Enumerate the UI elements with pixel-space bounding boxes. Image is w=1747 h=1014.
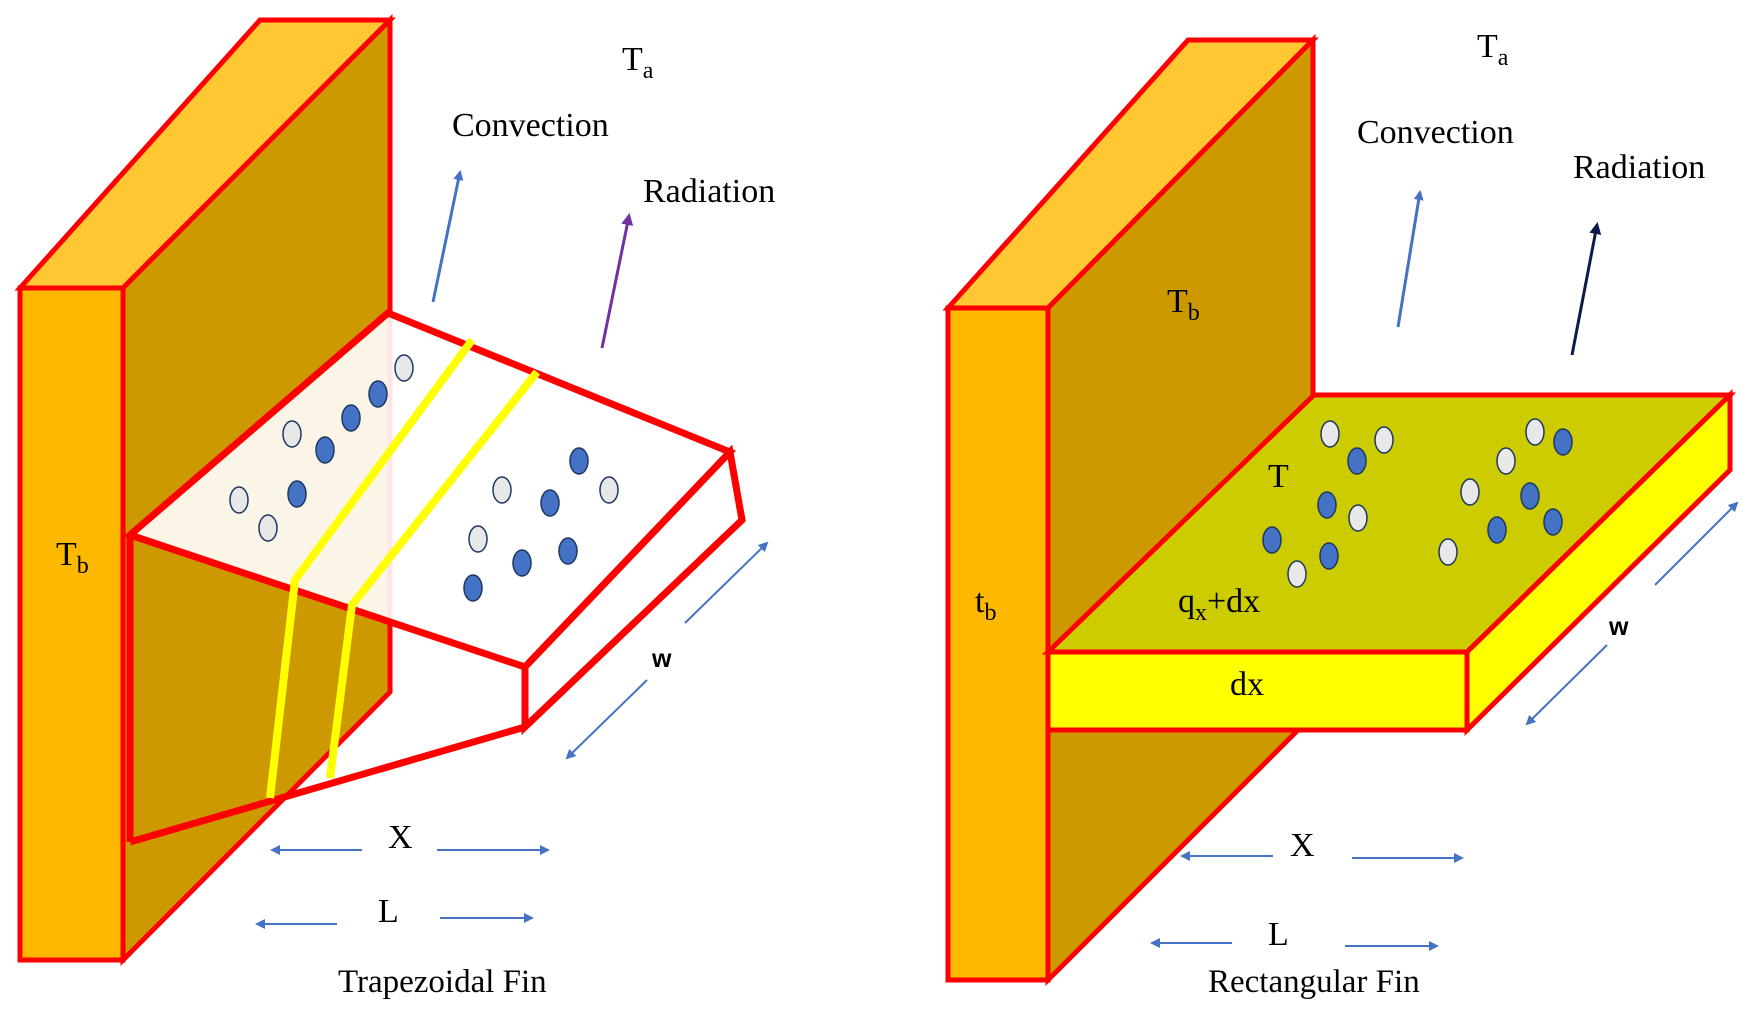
right-particle-dot-13 — [1520, 482, 1540, 510]
right-particle-dot-1 — [1320, 420, 1340, 448]
right-particle-dot-14 — [1487, 516, 1507, 544]
left-particle-dot-2 — [368, 380, 388, 408]
left-particle-dot-13 — [468, 525, 488, 553]
right-convection-label: Convection — [1357, 114, 1514, 151]
right-radiation-label: Radiation — [1573, 149, 1705, 186]
rect-fin-side — [1464, 389, 1733, 736]
right-ambient-temp-label: Ta — [1477, 28, 1509, 71]
left-wall-front — [17, 285, 126, 963]
left-convection-label: Convection — [452, 107, 609, 144]
left-x-label: X — [388, 819, 413, 856]
left-base-temp-label: Tb — [56, 536, 89, 579]
left-fin-dots — [229, 354, 619, 602]
right-particle-dot-9 — [1525, 418, 1545, 446]
left-particle-dot-16 — [463, 574, 483, 602]
left-particle-dot-7 — [229, 486, 249, 514]
left-particle-dot-11 — [492, 476, 512, 504]
right-width-label: w — [1608, 613, 1629, 641]
right-convection-arrow — [1396, 190, 1424, 328]
left-radiation-label: Radiation — [643, 173, 775, 210]
left-particle-dot-1 — [394, 354, 414, 382]
left-particle-dot-8 — [258, 514, 278, 542]
right-x-label: X — [1290, 827, 1315, 864]
right-particle-dot-12 — [1460, 478, 1480, 506]
right-particle-dot-15 — [1543, 508, 1563, 536]
left-length-label: L — [378, 893, 399, 930]
left-ambient-temp-label: Ta — [622, 41, 654, 84]
left-radiation-arrow — [600, 213, 634, 349]
trapezoid-fin-bottom-edge — [129, 723, 526, 846]
right-particle-dot-2 — [1347, 447, 1367, 475]
left-width-arrow-lower — [565, 679, 648, 760]
right-width-arrow-lower — [1525, 644, 1608, 726]
left-particle-dot-12 — [599, 476, 619, 504]
right-caption: Rectangular Fin — [1208, 964, 1420, 1000]
differential-element-lines — [266, 337, 541, 799]
right-fin-temp-label: T — [1268, 458, 1289, 495]
left-caption: Trapezoidal Fin — [338, 964, 547, 1000]
right-heat-flux-label: qx+dx — [1178, 583, 1260, 626]
right-base-temp-label: tb — [975, 583, 996, 626]
right-particle-dot-4 — [1317, 491, 1337, 519]
right-particle-dot-6 — [1262, 526, 1282, 554]
right-wall — [942, 33, 1319, 987]
left-particle-dot-14 — [558, 537, 578, 565]
right-width-arrow-upper — [1654, 501, 1739, 586]
left-particle-dot-6 — [287, 480, 307, 508]
right-wall-front — [945, 305, 1051, 983]
right-radiation-arrow — [1570, 222, 1602, 356]
left-particle-dot-4 — [315, 436, 335, 464]
left-convection-arrow — [431, 170, 464, 303]
left-width-label: w — [651, 645, 672, 673]
left-particle-dot-9 — [569, 447, 589, 475]
left-particle-dot-10 — [540, 489, 560, 517]
right-element-label: dx — [1230, 666, 1264, 703]
right-particle-dot-10 — [1496, 447, 1516, 475]
right-particle-dot-16 — [1438, 538, 1458, 566]
element-line-1 — [266, 337, 476, 799]
right-particle-dot-8 — [1319, 542, 1339, 570]
rectangular-fin-body — [1041, 389, 1737, 736]
trapezoidal-fin-figure: Tb Ta Convection Radiation w X L Trapezo… — [14, 13, 775, 1000]
right-particle-dot-7 — [1287, 560, 1307, 588]
left-width-arrow-upper — [684, 541, 769, 624]
right-wall-temp-label: Tb — [1167, 283, 1200, 326]
right-length-label: L — [1268, 916, 1289, 953]
left-particle-dot-15 — [512, 549, 532, 577]
right-particle-dot-11 — [1553, 428, 1573, 456]
right-particle-dot-3 — [1374, 426, 1394, 454]
rectangular-fin-figure: Tb tb Ta Convection Radiation T qx+dx dx… — [942, 28, 1739, 1000]
right-particle-dot-5 — [1348, 504, 1368, 532]
element-line-2 — [326, 369, 541, 779]
left-particle-dot-5 — [282, 420, 302, 448]
left-particle-dot-3 — [341, 404, 361, 432]
trapezoid-fin-body — [123, 308, 746, 846]
right-fin-dots — [1262, 418, 1573, 588]
